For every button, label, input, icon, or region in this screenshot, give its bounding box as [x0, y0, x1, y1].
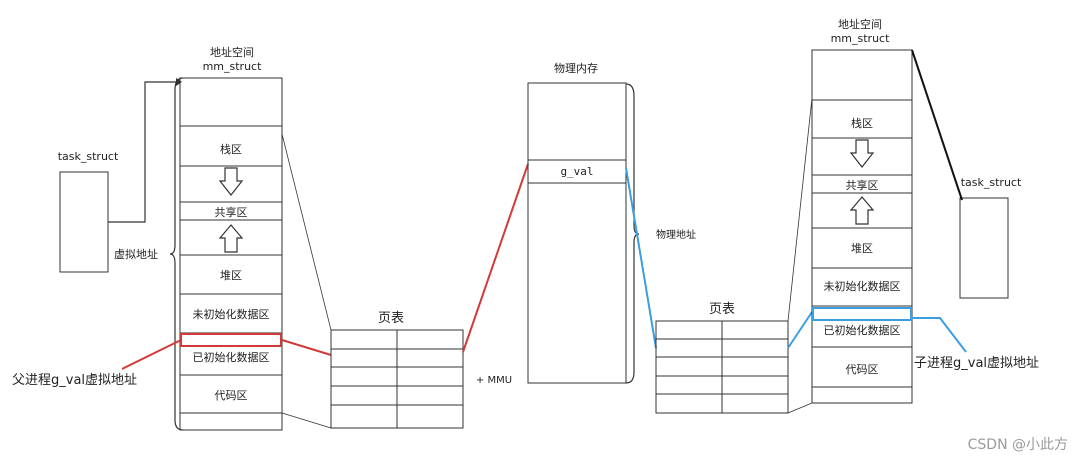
right-stack-down-arrow-icon: [849, 139, 875, 168]
left-gval-slot: [180, 333, 282, 347]
left-seg-bss: 未初始化数据区: [193, 307, 270, 321]
left-heap-up-arrow-icon: [218, 224, 244, 253]
left-task-connector: [108, 81, 176, 223]
physical-memory-box: [527, 82, 627, 384]
physical-memory: 物理内存 g_val 物理地址: [527, 61, 696, 384]
left-seg-stack: 栈区: [220, 142, 242, 156]
right-seg-shared: 共享区: [846, 178, 879, 192]
mmu-label: + MMU: [476, 375, 512, 386]
right-pagetable-to-gval: [787, 311, 813, 349]
left-mm-title-2: mm_struct: [203, 60, 263, 73]
left-seg-code: 代码区: [215, 389, 248, 402]
left-virtual-brace: [169, 77, 184, 431]
right-task-connector: [911, 49, 963, 201]
left-mm-title-1: 地址空间: [210, 45, 254, 59]
parent-gval-label: 父进程g_val虚拟地址: [12, 373, 137, 388]
left-page-table-title: 页表: [378, 311, 404, 326]
physical-gval: g_val: [560, 165, 593, 178]
watermark: CSDN @小此方: [968, 437, 1068, 453]
left-seg-shared: 共享区: [215, 205, 248, 219]
right-seg-data: 已初始化数据区: [824, 323, 901, 337]
left-task-struct-label: task_struct: [58, 150, 119, 163]
left-task-struct-box: [59, 171, 109, 273]
left-gval-pointer: [121, 339, 182, 370]
left-virtual-addr: 虚拟地址: [114, 247, 158, 261]
physical-addr-label: 物理地址: [656, 228, 696, 241]
right-physical-to-pagetable: [625, 167, 657, 349]
left-seg-data: 已初始化数据区: [193, 350, 270, 364]
child-gval-label: 子进程g_val虚拟地址: [914, 356, 1039, 371]
left-stack-down-arrow-icon: [218, 167, 244, 196]
right-seg-stack: 栈区: [851, 116, 873, 130]
right-process: 页表 地址空间 mm_struct 栈区 共享区 堆区 未初始化数据区 已初始化…: [625, 17, 1039, 414]
right-seg-code: 代码区: [846, 363, 879, 376]
physical-brace: [625, 83, 640, 384]
physical-memory-title: 物理内存: [554, 61, 598, 75]
left-seg-heap: 堆区: [220, 269, 242, 282]
right-seg-heap: 堆区: [851, 242, 873, 255]
right-task-struct-label: task_struct: [961, 176, 1022, 189]
right-task-struct-box: [959, 197, 1009, 299]
right-heap-up-arrow-icon: [849, 196, 875, 225]
left-gval-to-pagetable: [281, 339, 332, 356]
right-page-table-title: 页表: [709, 302, 735, 317]
left-mm-column: [179, 77, 283, 431]
right-seg-bss: 未初始化数据区: [824, 279, 901, 293]
left-process: 地址空间 mm_struct task_struct 虚拟地址 栈区 共享区 堆…: [12, 45, 529, 431]
right-mm-title-2: mm_struct: [831, 32, 891, 45]
right-mm-title-1: 地址空间: [838, 17, 882, 31]
left-pagetable-to-physical: [462, 163, 529, 353]
right-gval-pointer: [912, 317, 967, 353]
right-gval-slot: [812, 307, 912, 321]
right-mm-column: [811, 49, 913, 404]
